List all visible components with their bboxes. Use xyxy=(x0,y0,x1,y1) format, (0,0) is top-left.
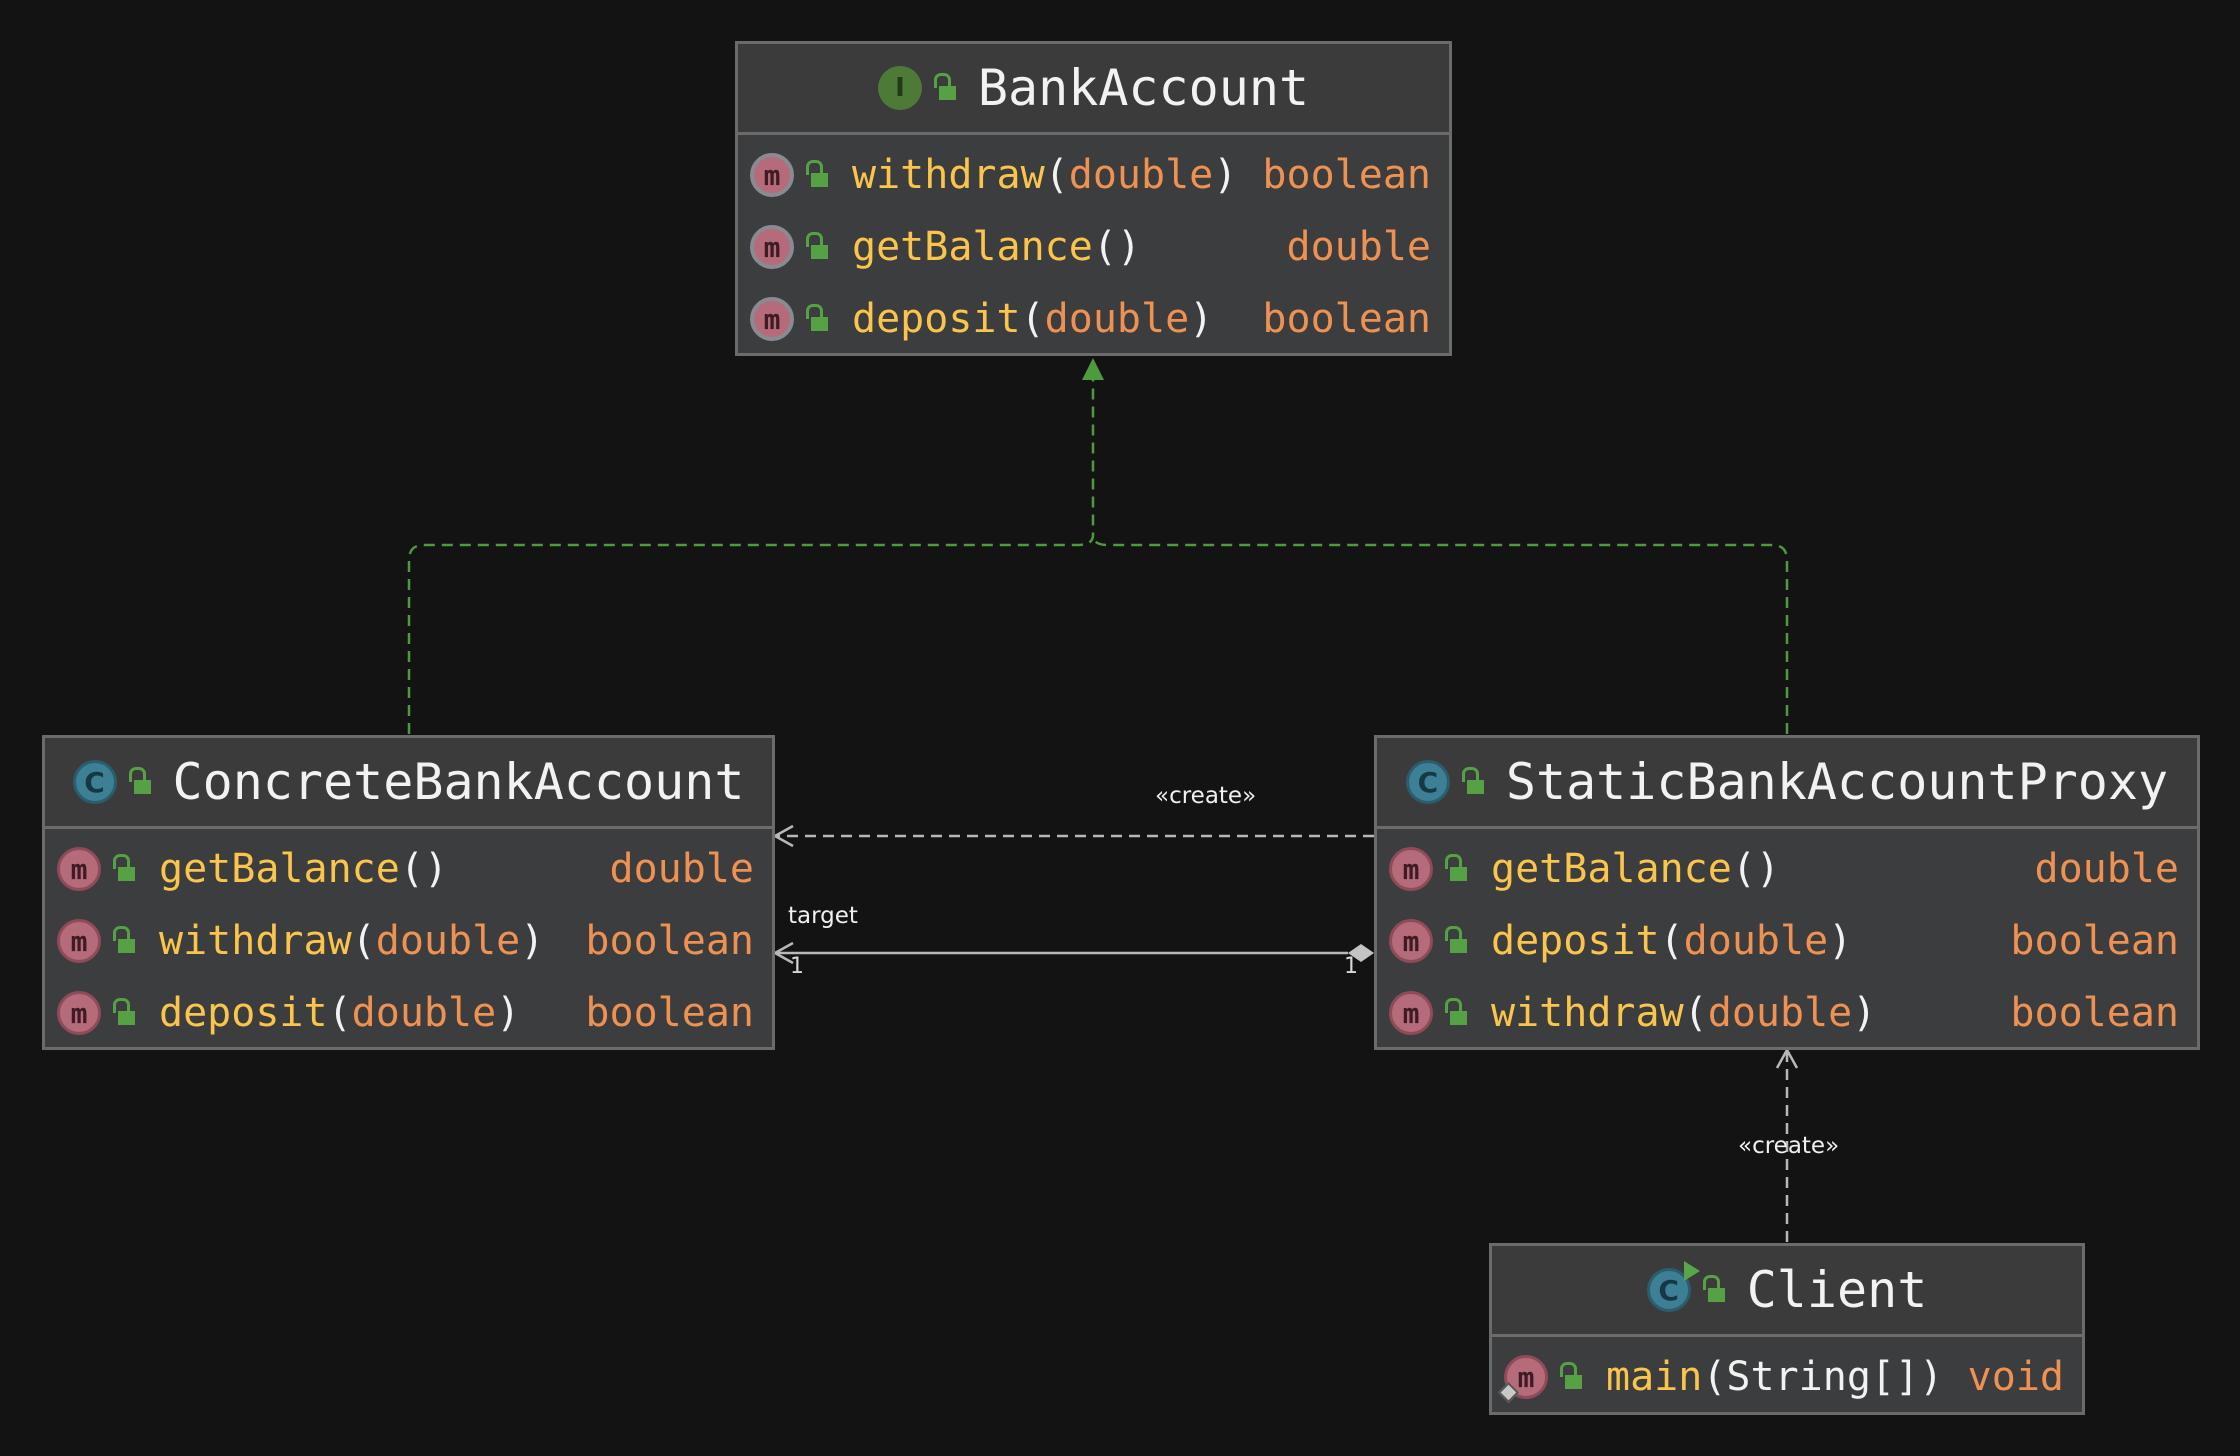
method-signature: getBalance() xyxy=(852,224,1141,270)
return-type: boolean xyxy=(2010,918,2179,964)
public-visibility-icon xyxy=(1443,998,1467,1028)
method-icon: m xyxy=(1389,847,1433,891)
proxy-title: StaticBankAccountProxy xyxy=(1505,753,2169,811)
return-type: boolean xyxy=(585,918,754,964)
return-type: double xyxy=(2034,846,2180,892)
composition-diamond xyxy=(1348,944,1374,962)
client-members: m main(String[]) void xyxy=(1492,1337,2082,1417)
create-label-client-proxy: «create» xyxy=(1738,1133,1840,1159)
method-icon: m xyxy=(57,847,101,891)
abstract-method-icon: m xyxy=(750,297,794,341)
proxy-members: m getBalance() double m deposit(double) … xyxy=(1377,829,2197,1053)
method-signature: getBalance() xyxy=(1491,846,1780,892)
static-bank-account-proxy-class-box[interactable]: C StaticBankAccountProxy m getBalance() … xyxy=(1374,735,2200,1050)
member-row[interactable]: m withdraw(double) boolean xyxy=(45,905,772,977)
public-visibility-icon xyxy=(804,304,828,334)
concrete-bank-account-header: C ConcreteBankAccount xyxy=(45,738,772,829)
realization-edge-concrete xyxy=(407,378,1095,734)
return-type: boolean xyxy=(1262,152,1431,198)
member-row[interactable]: m deposit(double) boolean xyxy=(45,977,772,1049)
association-role-label: target xyxy=(788,903,858,929)
member-row[interactable]: m getBalance() double xyxy=(1377,833,2197,905)
class-icon: C xyxy=(72,760,117,804)
member-row[interactable]: m deposit(double) boolean xyxy=(738,283,1449,355)
interface-icon: I xyxy=(877,66,922,110)
member-row[interactable]: m withdraw(double) boolean xyxy=(1377,977,2197,1049)
public-visibility-icon xyxy=(1558,1362,1582,1392)
client-title: Client xyxy=(1746,1261,1928,1319)
association-arrowhead xyxy=(772,941,794,965)
public-visibility-icon xyxy=(111,926,135,956)
method-signature: deposit(double) xyxy=(852,296,1214,342)
open-arrowhead-proxy xyxy=(1775,1047,1799,1069)
bank-account-title: BankAccount xyxy=(977,59,1310,117)
multiplicity-source: 1 xyxy=(1344,954,1358,979)
runnable-class-icon: C xyxy=(1646,1261,1700,1312)
proxy-header: C StaticBankAccountProxy xyxy=(1377,738,2197,829)
client-header: C Client xyxy=(1492,1246,2082,1337)
class-icon: C xyxy=(1405,760,1450,804)
member-row[interactable]: m getBalance() double xyxy=(738,211,1449,283)
public-visibility-icon xyxy=(1443,926,1467,956)
member-row[interactable]: m deposit(double) boolean xyxy=(1377,905,2197,977)
method-signature: deposit(double) xyxy=(159,990,521,1036)
bank-account-interface-box[interactable]: I BankAccount m withdraw(double) boolean… xyxy=(735,41,1452,356)
create-label-proxy-concrete: «create» xyxy=(1155,783,1257,809)
multiplicity-target: 1 xyxy=(790,954,804,979)
return-type: boolean xyxy=(1262,296,1431,342)
public-visibility-icon xyxy=(804,160,828,190)
member-row[interactable]: m withdraw(double) boolean xyxy=(738,139,1449,211)
member-row[interactable]: m getBalance() double xyxy=(45,833,772,905)
method-signature: withdraw(double) xyxy=(1491,990,1877,1036)
concrete-bank-account-members: m getBalance() double m withdraw(double)… xyxy=(45,829,772,1053)
realization-edge-proxy xyxy=(1091,534,1789,734)
public-visibility-icon xyxy=(1701,1275,1725,1305)
method-signature: withdraw(double) xyxy=(159,918,545,964)
public-visibility-icon xyxy=(1443,854,1467,884)
return-type: double xyxy=(609,846,755,892)
concrete-bank-account-class-box[interactable]: C ConcreteBankAccount m getBalance() dou… xyxy=(42,735,775,1050)
realization-arrowhead xyxy=(1082,358,1104,380)
method-icon: m xyxy=(1389,919,1433,963)
method-signature: getBalance() xyxy=(159,846,448,892)
bank-account-members: m withdraw(double) boolean m getBalance(… xyxy=(738,135,1449,359)
abstract-method-icon: m xyxy=(750,225,794,269)
method-icon: m xyxy=(57,919,101,963)
client-class-box[interactable]: C Client m main(String[]) void xyxy=(1489,1243,2085,1415)
bank-account-header: I BankAccount xyxy=(738,44,1449,135)
open-arrowhead-concrete xyxy=(772,824,794,848)
method-icon: m xyxy=(57,991,101,1035)
return-type: boolean xyxy=(2010,990,2179,1036)
static-marker-icon xyxy=(1497,1381,1520,1404)
public-visibility-icon xyxy=(111,854,135,884)
public-visibility-icon xyxy=(804,232,828,262)
concrete-bank-account-title: ConcreteBankAccount xyxy=(172,753,745,811)
return-type: boolean xyxy=(585,990,754,1036)
abstract-method-icon: m xyxy=(750,153,794,197)
return-type: void xyxy=(1967,1354,2064,1400)
method-signature: withdraw(double) xyxy=(852,152,1238,198)
run-marker-icon xyxy=(1683,1261,1700,1281)
public-visibility-icon xyxy=(127,767,151,797)
method-signature: deposit(double) xyxy=(1491,918,1853,964)
public-visibility-icon xyxy=(932,73,956,103)
public-visibility-icon xyxy=(111,998,135,1028)
method-icon: m xyxy=(1389,991,1433,1035)
method-signature: main(String[]) xyxy=(1606,1354,1944,1400)
return-type: double xyxy=(1286,224,1432,270)
static-method-icon: m xyxy=(1497,1355,1548,1404)
public-visibility-icon xyxy=(1460,767,1484,797)
member-row[interactable]: m main(String[]) void xyxy=(1492,1341,2082,1413)
